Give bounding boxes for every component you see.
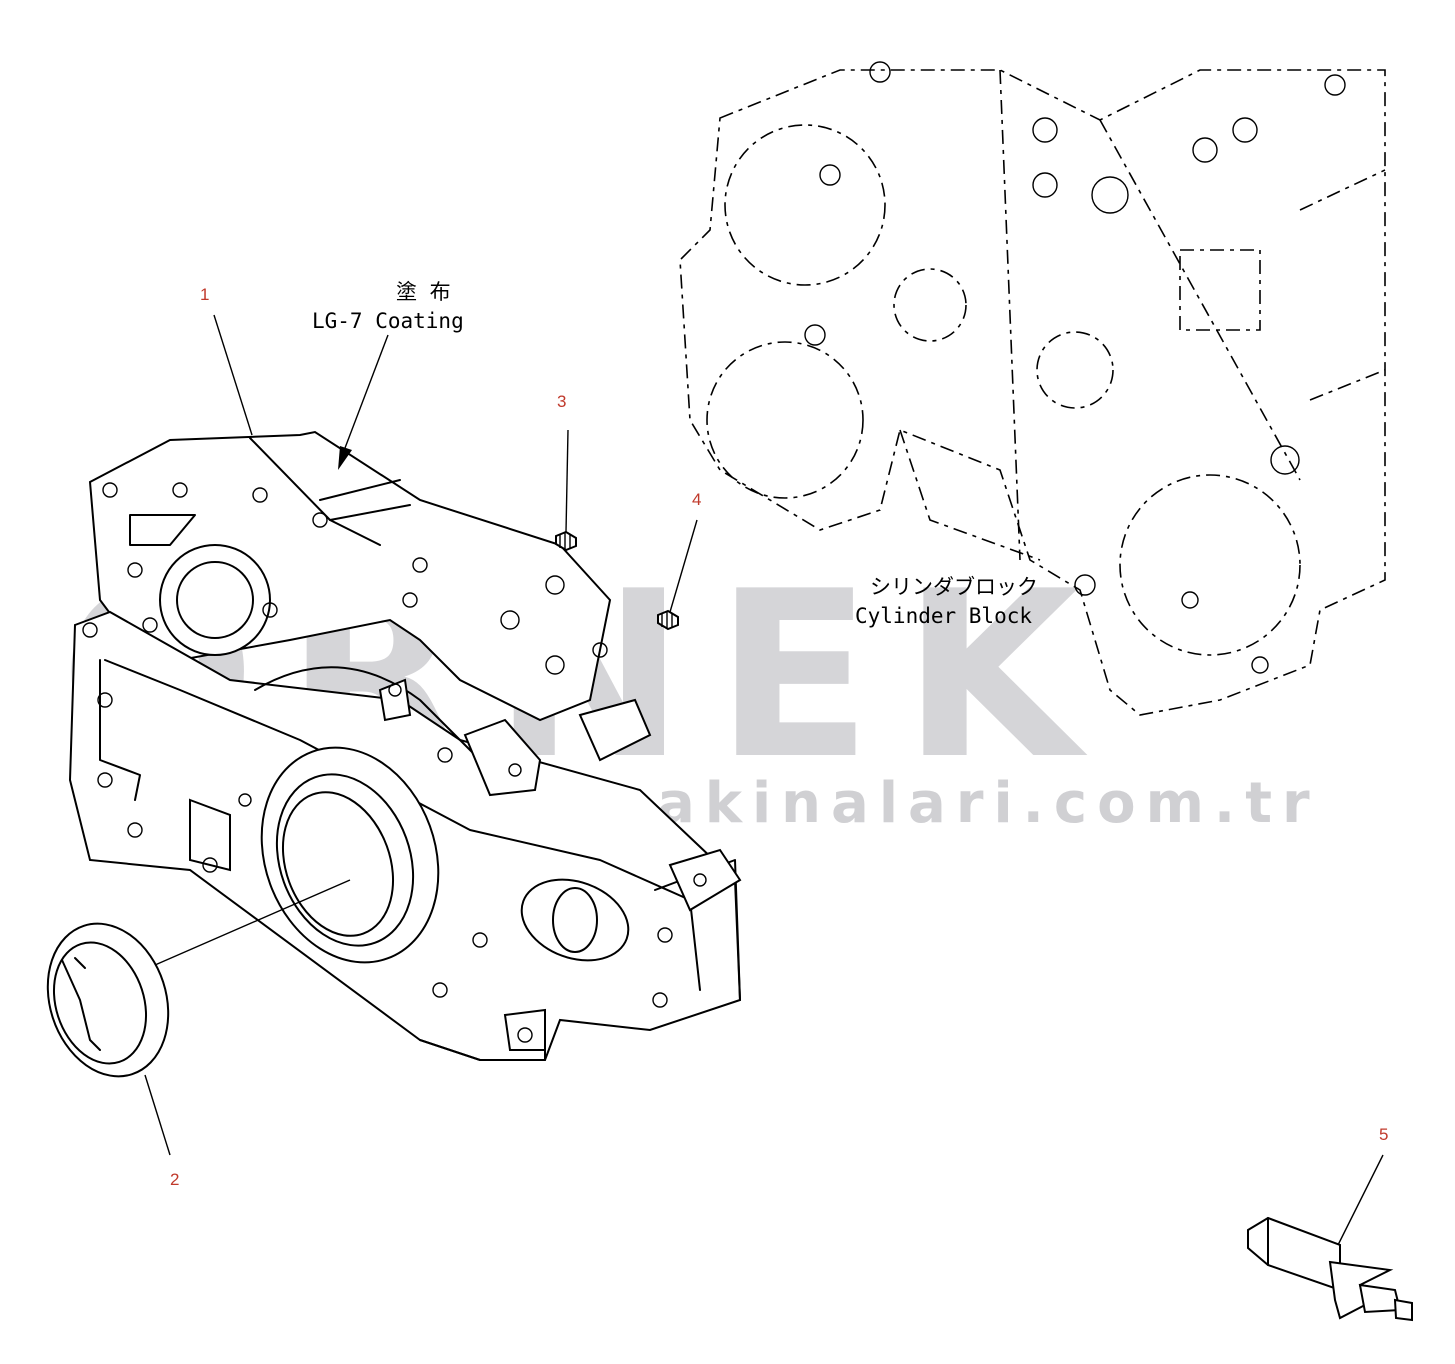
coating-arrow-head [338, 446, 352, 470]
callout-2[interactable]: 2 [170, 1170, 179, 1189]
callouts: 1 2 3 4 5 [170, 285, 1388, 1189]
oil-seal [46, 922, 170, 1078]
tool-part-5 [1247, 1216, 1413, 1322]
plug-4 [657, 609, 679, 631]
coating-label-en: LG-7 Coating [312, 309, 464, 333]
cylinder-block-outline [679, 61, 1386, 716]
annotations: 塗 布 LG-7 Coating シリンダブロック Cylinder Block [312, 280, 1038, 628]
block-label-en: Cylinder Block [855, 604, 1032, 628]
callout-4[interactable]: 4 [692, 490, 701, 509]
gear-case-cover [68, 430, 742, 1061]
coating-label-jp: 塗 布 [396, 280, 451, 304]
block-label-jp: シリンダブロック [870, 575, 1038, 599]
callout-5[interactable]: 5 [1379, 1125, 1388, 1144]
bolt-holes [82, 482, 707, 1043]
leader-lines [144, 314, 1384, 1246]
callout-3[interactable]: 3 [557, 392, 566, 411]
callout-1[interactable]: 1 [200, 285, 209, 304]
